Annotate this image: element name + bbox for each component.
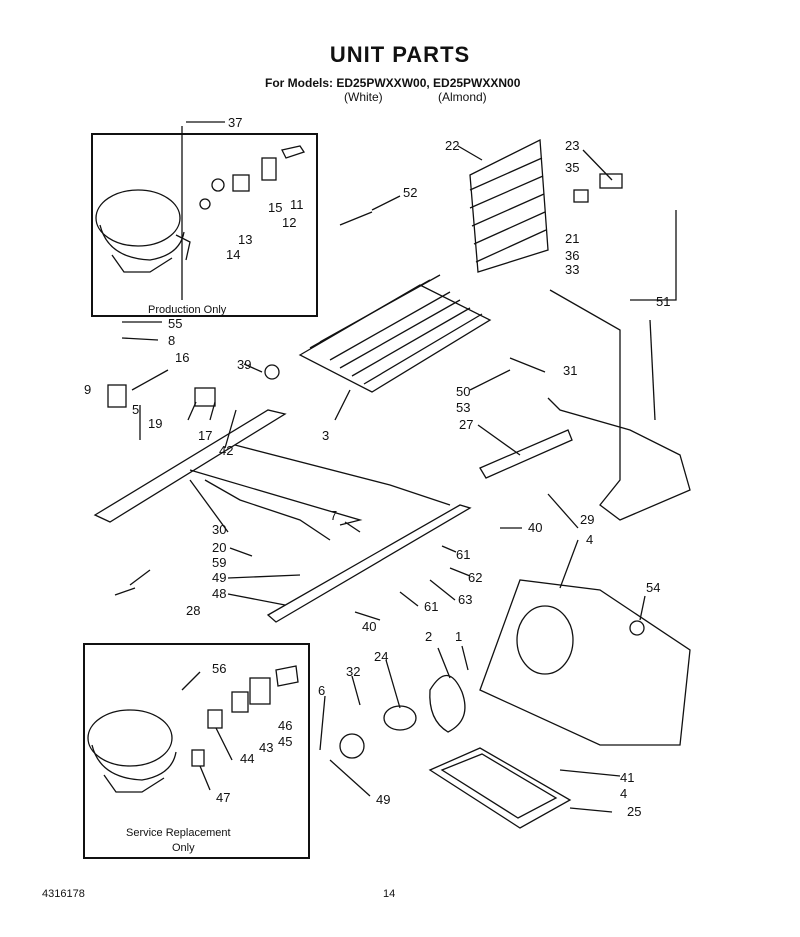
service-replacement-label-1: Service Replacement bbox=[126, 827, 231, 839]
callout-54: 54 bbox=[646, 580, 660, 595]
callout-61: 61 bbox=[456, 547, 470, 562]
callout-48: 48 bbox=[212, 586, 226, 601]
callout-21: 21 bbox=[565, 231, 579, 246]
production-only-box bbox=[91, 133, 318, 317]
callout-3: 3 bbox=[322, 428, 329, 443]
callout-51: 51 bbox=[656, 294, 670, 309]
callout-40: 40 bbox=[362, 619, 376, 634]
callout-36: 36 bbox=[565, 248, 579, 263]
service-replacement-label-2: Only bbox=[172, 842, 195, 854]
service-replacement-box bbox=[83, 643, 310, 859]
callout-7: 7 bbox=[330, 508, 337, 523]
callout-47: 47 bbox=[216, 790, 230, 805]
variant-almond: (Almond) bbox=[438, 90, 487, 104]
callout-4: 4 bbox=[620, 786, 627, 801]
callout-14: 14 bbox=[226, 247, 240, 262]
callout-9: 9 bbox=[84, 382, 91, 397]
callout-12: 12 bbox=[282, 215, 296, 230]
callout-53: 53 bbox=[456, 400, 470, 415]
callout-8: 8 bbox=[168, 333, 175, 348]
callout-13: 13 bbox=[238, 232, 252, 247]
callout-40: 40 bbox=[528, 520, 542, 535]
callout-46: 46 bbox=[278, 718, 292, 733]
callout-50: 50 bbox=[456, 384, 470, 399]
callout-20: 20 bbox=[212, 540, 226, 555]
callout-2: 2 bbox=[425, 629, 432, 644]
callout-22: 22 bbox=[445, 138, 459, 153]
callout-33: 33 bbox=[565, 262, 579, 277]
callout-24: 24 bbox=[374, 649, 388, 664]
callout-42: 42 bbox=[219, 443, 233, 458]
variant-white: (White) bbox=[344, 90, 383, 104]
callout-59: 59 bbox=[212, 555, 226, 570]
callout-19: 19 bbox=[148, 416, 162, 431]
callout-17: 17 bbox=[198, 428, 212, 443]
callout-15: 15 bbox=[268, 200, 282, 215]
callout-39: 39 bbox=[237, 357, 251, 372]
callout-31: 31 bbox=[563, 363, 577, 378]
footer-part-number: 4316178 bbox=[42, 888, 85, 900]
callout-52: 52 bbox=[403, 185, 417, 200]
callout-63: 63 bbox=[458, 592, 472, 607]
callout-49: 49 bbox=[212, 570, 226, 585]
callout-61: 61 bbox=[424, 599, 438, 614]
callout-30: 30 bbox=[212, 522, 226, 537]
callout-28: 28 bbox=[186, 603, 200, 618]
callout-62: 62 bbox=[468, 570, 482, 585]
production-only-label: Production Only bbox=[148, 304, 227, 316]
callout-6: 6 bbox=[318, 683, 325, 698]
footer-page-number: 14 bbox=[383, 888, 395, 900]
callout-37: 37 bbox=[228, 115, 242, 130]
callout-23: 23 bbox=[565, 138, 579, 153]
callout-29: 29 bbox=[580, 512, 594, 527]
callout-41: 41 bbox=[620, 770, 634, 785]
page-title: UNIT PARTS bbox=[329, 42, 471, 67]
callout-35: 35 bbox=[565, 160, 579, 175]
callout-1: 1 bbox=[455, 629, 462, 644]
callout-55: 55 bbox=[168, 316, 182, 331]
models-line: For Models: ED25PWXXW00, ED25PWXXN00 bbox=[265, 76, 521, 90]
callout-16: 16 bbox=[175, 350, 189, 365]
callout-25: 25 bbox=[627, 804, 641, 819]
callout-45: 45 bbox=[278, 734, 292, 749]
callout-27: 27 bbox=[459, 417, 473, 432]
callout-11: 11 bbox=[290, 197, 304, 212]
callout-44: 44 bbox=[240, 751, 254, 766]
callout-5: 5 bbox=[132, 402, 139, 417]
callout-4: 4 bbox=[586, 532, 593, 547]
callout-32: 32 bbox=[346, 664, 360, 679]
callout-56: 56 bbox=[212, 661, 226, 676]
callout-43: 43 bbox=[259, 740, 273, 755]
callout-49: 49 bbox=[376, 792, 390, 807]
